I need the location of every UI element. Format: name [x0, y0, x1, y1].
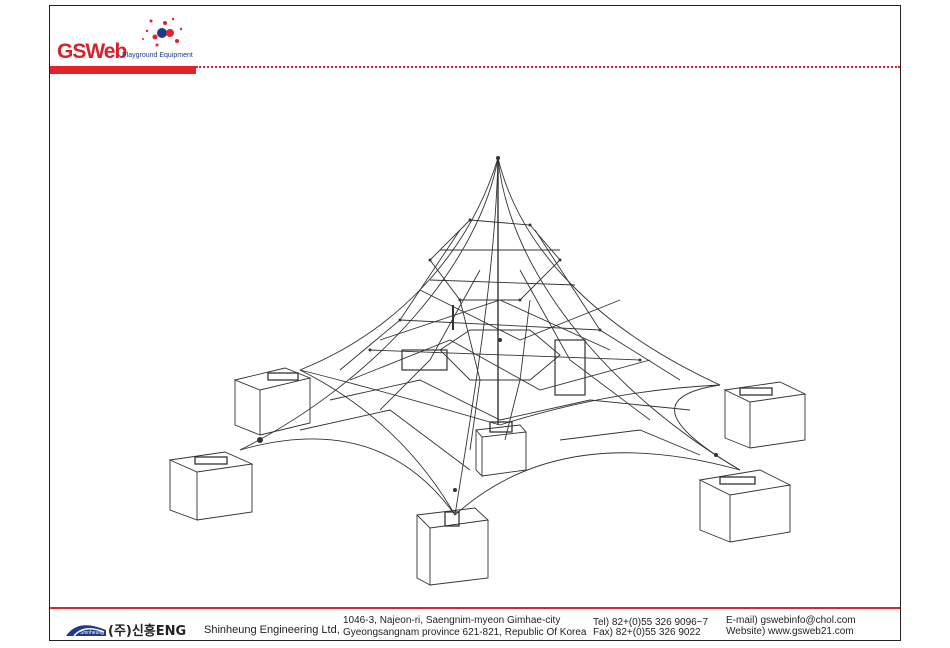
- shinheung-logo-text: Shinheung: [80, 630, 104, 636]
- logo-dots-icon: [137, 11, 187, 51]
- footer-red-line: [50, 607, 900, 609]
- logo-subtitle: Playground Equipment: [122, 52, 193, 59]
- footer-email[interactable]: E-mail) gswebinfo@chol.com: [726, 615, 856, 626]
- rope-pyramid-net-drawing: [150, 150, 830, 590]
- header-dotted-line: [196, 66, 900, 68]
- footer-company: Shinheung Engineering Ltd,: [204, 624, 340, 636]
- footer-fax: Fax) 82+(0)55 326 9022: [593, 627, 701, 638]
- header-red-bar: [50, 66, 196, 74]
- logo-text: GSWeb: [57, 40, 126, 64]
- footer-website[interactable]: Website) www.gsweb21.com: [726, 626, 854, 637]
- footer-address-line1: 1046-3, Najeon-ri, Saengnim-myeon Gimhae…: [343, 615, 560, 626]
- footer-brand-name: (주)신흥ENG: [108, 620, 186, 639]
- footer-address-line2: Gyeongsangnam province 621-821, Republic…: [343, 627, 586, 638]
